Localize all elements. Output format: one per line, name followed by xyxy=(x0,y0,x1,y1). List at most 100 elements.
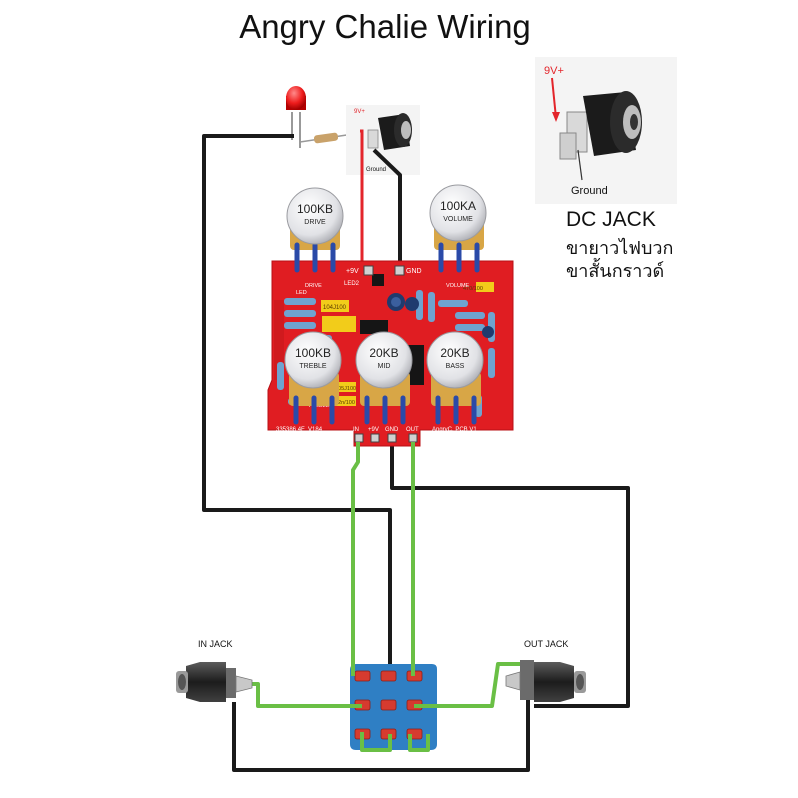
resistor xyxy=(284,298,316,305)
in-jack-hole xyxy=(178,674,186,690)
ic-chip xyxy=(360,320,388,334)
led-icon xyxy=(286,86,306,110)
in-jack-body xyxy=(186,662,226,702)
pcb-bottom-pads: IN +9V GND OUT xyxy=(353,427,419,443)
out-jack-label: OUT JACK xyxy=(524,639,568,649)
resistor xyxy=(438,300,468,307)
film-capacitors: 104J100 105J100 22n/100 470/100 xyxy=(321,282,494,406)
led2-label: LED2 xyxy=(344,281,360,287)
pad-out xyxy=(408,433,418,443)
film-capacitor xyxy=(334,382,356,392)
pcb-name-text: AngryC. PCB V1 xyxy=(432,427,477,433)
resistor xyxy=(277,362,284,390)
pad-gnd-bottom-label: GND xyxy=(385,427,399,433)
electrolytic-capacitor xyxy=(405,297,419,311)
pot-volume-knob xyxy=(429,184,487,242)
out-jack-wire xyxy=(414,662,540,708)
film-capacitor xyxy=(321,300,349,312)
film-capacitor xyxy=(334,396,356,406)
out-jack-washer xyxy=(520,660,534,700)
dc-jack-photo: 9V+ Ground xyxy=(535,57,677,204)
switch-jumper-green-1 xyxy=(360,732,392,752)
cap-label: 105J100 xyxy=(335,386,356,392)
pad-plus-9v xyxy=(363,265,374,276)
in-wire xyxy=(351,442,360,676)
dc-jack-ground-label: Ground xyxy=(571,185,608,197)
green-wires xyxy=(252,442,540,752)
pad-gnd-bottom xyxy=(387,433,397,443)
pad-gnd xyxy=(394,265,405,276)
led-resistor xyxy=(313,132,339,144)
cap-label: 22n/100 xyxy=(335,400,355,406)
pot-mid-value: 20KB xyxy=(369,346,398,360)
pot-bass-name: BASS xyxy=(446,363,465,370)
resistor xyxy=(428,292,435,322)
pot-treble-knob xyxy=(284,331,342,389)
resistor xyxy=(455,324,485,331)
led2-diode xyxy=(372,274,384,286)
pot-bass-knob xyxy=(426,331,484,389)
resistor xyxy=(488,348,495,378)
dc-jack-note-ground: ขาสั้นกราวด์ xyxy=(566,261,665,282)
pot-bass: 20KB BASS xyxy=(426,331,484,425)
in-jack-wire xyxy=(252,682,362,708)
in-jack-lug xyxy=(235,675,253,693)
small-dc-jack-plus-label: 9V+ xyxy=(354,109,365,115)
pad-out-label: OUT xyxy=(406,427,419,433)
plus-9v-wire xyxy=(360,129,364,266)
pot-drive: 100KB DRIVE xyxy=(286,187,344,273)
pcb-drive-label: DRIVE xyxy=(305,283,322,289)
film-capacitor xyxy=(476,282,494,292)
footswitch-lug xyxy=(354,670,371,682)
led-small-label: LED xyxy=(296,290,307,296)
dc-jack-plus-arrow xyxy=(551,77,557,119)
footswitch-lug xyxy=(380,670,397,682)
pot-treble-value: 100KB xyxy=(295,346,331,360)
out-jack-lug xyxy=(505,671,521,691)
led-ground-wire xyxy=(202,134,392,672)
pad-gnd-label: GND xyxy=(406,268,422,275)
pot-volume-name: VOLUME xyxy=(443,216,473,223)
pot-volume-value: 100KA xyxy=(440,199,476,213)
dc-jack-note-positive: ขายาวไฟบวก xyxy=(566,238,674,259)
footswitch xyxy=(350,664,437,750)
pcb-serial-text: 335386 4F_V184 xyxy=(276,427,323,433)
pot-mid: 20KB MID xyxy=(355,331,413,425)
electrolytic-capacitor-top xyxy=(391,297,401,307)
pcb-volume-label: VOLUME xyxy=(446,283,470,289)
pot-drive-value: 100KB xyxy=(297,202,333,216)
pot-mid-knob xyxy=(355,331,413,389)
pot-treble: 100KB TREBLE xyxy=(284,331,342,425)
out-jack: OUT JACK xyxy=(505,639,586,702)
dc-jack-hole xyxy=(630,114,638,130)
dc-jack-plus-label: 9V+ xyxy=(544,65,564,77)
cap-label: 470/100 xyxy=(463,286,483,292)
pot-drive-knob xyxy=(286,187,344,245)
pot-mid-name: MID xyxy=(378,363,391,370)
pot-bass-value: 20KB xyxy=(440,346,469,360)
in-jack: IN JACK xyxy=(176,639,253,702)
resistor xyxy=(284,310,316,317)
switch-jumper-green-2 xyxy=(408,734,430,752)
resistor xyxy=(455,312,485,319)
out-ground-wire xyxy=(390,428,630,708)
electrolytic-capacitor xyxy=(482,326,494,338)
pot-drive-name: DRIVE xyxy=(304,219,326,226)
dc-jack-ground-arrow xyxy=(577,149,583,181)
out-jack-hole xyxy=(576,674,584,690)
small-dc-jack-nut xyxy=(401,121,411,139)
dc-jack-heading: DC JACK xyxy=(566,208,656,231)
cap-label: 104J100 xyxy=(323,305,347,311)
pad-plus-9v-label: +9V xyxy=(346,268,359,275)
in-jack-washer xyxy=(226,668,236,698)
out-jack-body xyxy=(534,662,574,702)
led-assembly: 9V+ Ground xyxy=(286,86,420,175)
dc-jack-plus-arrowhead xyxy=(552,112,560,122)
pad-plus-9v-bottom xyxy=(370,433,380,443)
small-dc-jack-ground-label: Ground xyxy=(366,167,386,173)
film-capacitor xyxy=(322,316,356,332)
resistor xyxy=(416,290,423,320)
diagram-title: Angry Chalie Wiring xyxy=(239,8,531,45)
jack-ground-wire xyxy=(232,700,530,772)
